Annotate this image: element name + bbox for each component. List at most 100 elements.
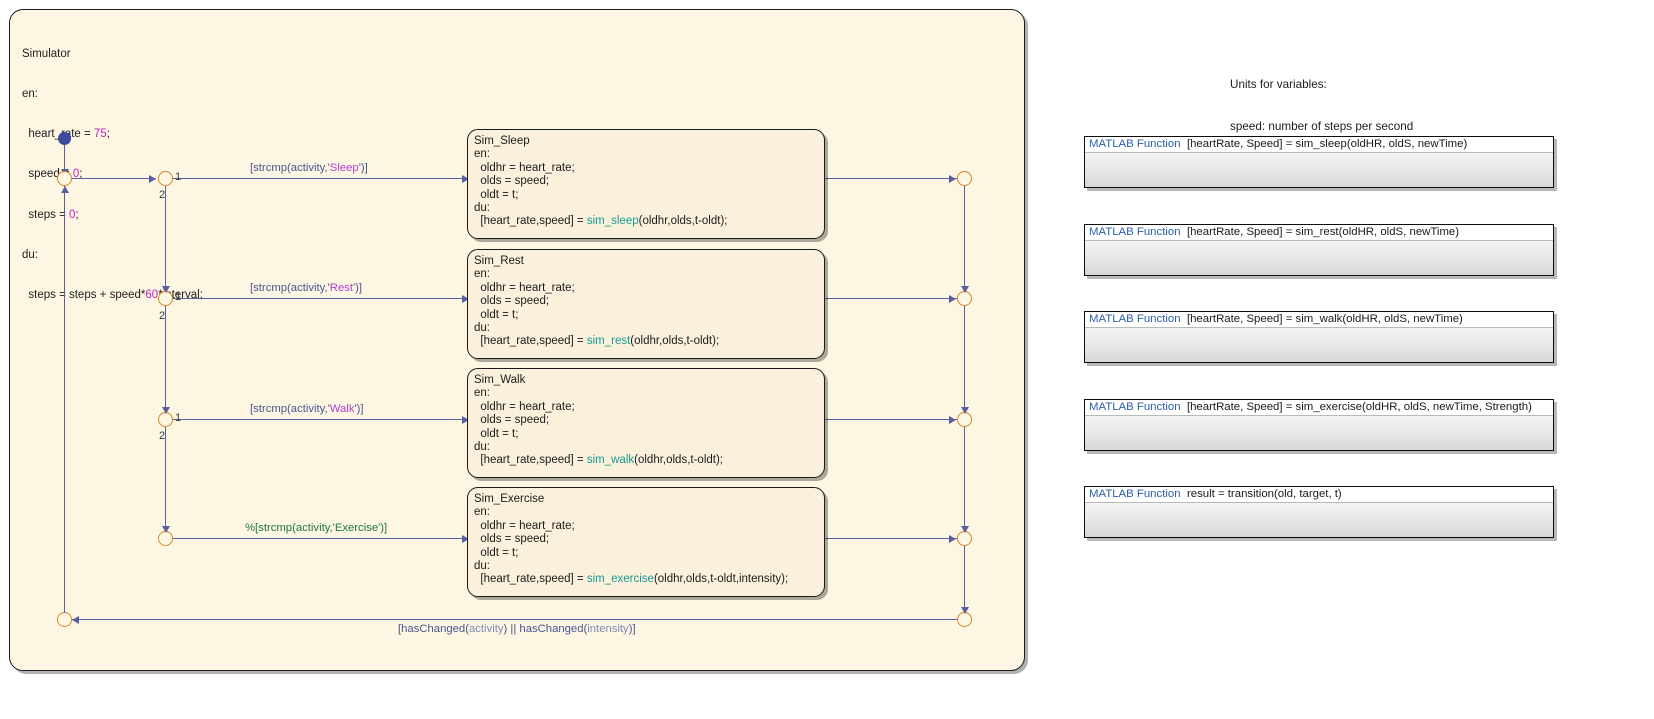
matlab-function-block-sim-exercise[interactable]: MATLAB Function [heartRate, Speed] = sim… [1084, 399, 1554, 451]
state-sim-exercise[interactable]: Sim_Exercise en: oldhr = heart_rate; old… [467, 487, 825, 597]
state-du-line: [heart_rate,speed] = sim_rest(oldhr,olds… [480, 335, 720, 348]
matlab-function-block-transition[interactable]: MATLAB Function result = transition(old,… [1084, 486, 1554, 538]
left-return-arrow-icon [60, 186, 69, 193]
state-en-line-2: olds = speed; [480, 533, 550, 546]
link-sleepstate-right-arrow-icon [949, 174, 956, 183]
branch-exercise-arrow-icon [161, 526, 170, 533]
state-du-keyword: du: [474, 202, 490, 215]
default-transition-line [64, 144, 66, 172]
link-exercisestate-to-right [825, 538, 957, 540]
state-en-line-1: oldhr = heart_rate; [480, 519, 575, 532]
branch-rest-arrow-icon [161, 286, 170, 293]
junction-left-top[interactable] [57, 171, 72, 186]
transition-label-walk[interactable]: [strcmp(activity,'Walk')] [250, 403, 364, 415]
transition-label-sleep[interactable]: [strcmp(activity,'Sleep')] [250, 162, 368, 174]
state-du-keyword: du: [474, 322, 490, 335]
state-en-line-3: oldt = t; [480, 427, 519, 440]
state-name-sim-rest: Sim_Rest [474, 255, 524, 267]
order-label-rest-1: 1 [175, 291, 182, 303]
stateflow-chart-canvas[interactable]: Simulator en: heart_rate = 75; speed = 0… [9, 9, 1025, 671]
state-en-line-3: oldt = t; [480, 308, 519, 321]
order-label-walk-1: 1 [175, 412, 182, 424]
state-du-keyword: du: [474, 560, 490, 573]
chart-entry-line-1: heart_rate = 75; [28, 128, 110, 141]
state-du-line: [heart_rate,speed] = sim_exercise(oldhr,… [480, 573, 789, 586]
chart-entry-keyword: en: [22, 88, 38, 101]
matlab-function-block-sim-rest[interactable]: MATLAB Function [heartRate, Speed] = sim… [1084, 224, 1554, 276]
link-topleft-to-sleepbranch [72, 178, 156, 180]
junction-right-sleep[interactable] [957, 171, 972, 186]
right-spine-walk-exercise [964, 427, 966, 531]
state-sim-sleep[interactable]: Sim_Sleep en: oldhr = heart_rate; olds =… [467, 129, 825, 239]
matlab-function-block-sim-walk[interactable]: MATLAB Function [heartRate, Speed] = sim… [1084, 311, 1554, 363]
matlab-function-header: MATLAB Function [heartRate, Speed] = sim… [1085, 225, 1553, 241]
link-exercise-to-state [173, 538, 467, 540]
state-en-line-3: oldt = t; [480, 188, 519, 201]
state-en-line-1: oldhr = heart_rate; [480, 400, 575, 413]
right-spine-walk-arrow-icon [960, 407, 969, 414]
link-reststate-right-arrow-icon [949, 294, 956, 303]
state-du-line: [heart_rate,speed] = sim_sleep(oldhr,old… [480, 215, 728, 228]
junction-right-exercise[interactable] [957, 531, 972, 546]
branch-rest-to-walk [165, 306, 167, 412]
matlab-function-header: MATLAB Function result = transition(old,… [1085, 487, 1553, 503]
link-walkstate-right-arrow-icon [949, 415, 956, 424]
link-sleepstate-to-right [825, 178, 957, 180]
junction-right-bottom[interactable] [957, 612, 972, 627]
transition-label-rest[interactable]: [strcmp(activity,'Rest')] [250, 282, 363, 294]
state-en-line-1: oldhr = heart_rate; [480, 161, 575, 174]
order-label-walk-2: 2 [159, 430, 166, 442]
link-exercise-state-arrow-icon [462, 534, 469, 543]
bottom-return-arrow-icon [72, 615, 79, 624]
state-du-line: [heart_rate,speed] = sim_walk(oldhr,olds… [480, 454, 723, 467]
branch-sleep-to-rest [165, 186, 167, 291]
right-spine-exercise-bottom [964, 546, 966, 612]
junction-rest-branch[interactable] [158, 291, 173, 306]
junction-right-rest[interactable] [957, 291, 972, 306]
link-topleft-arrow-icon [149, 174, 156, 183]
link-rest-state-arrow-icon [462, 294, 469, 303]
right-spine-rest-arrow-icon [960, 286, 969, 293]
state-name-sim-exercise: Sim_Exercise [474, 493, 545, 505]
chart-entry-line-3: steps = 0; [28, 208, 79, 221]
state-en-keyword: en: [474, 148, 490, 161]
transition-label-exercise[interactable]: %[strcmp(activity,'Exercise')] [245, 522, 388, 534]
transition-label-bottom[interactable]: [hasChanged(activity) || hasChanged(inte… [398, 623, 636, 635]
branch-walk-arrow-icon [161, 407, 170, 414]
state-sim-rest[interactable]: Sim_Rest en: oldhr = heart_rate; olds = … [467, 249, 825, 359]
units-annotation-line-1: Units for variables: [1230, 77, 1327, 91]
link-sleep-to-state [173, 178, 467, 180]
matlab-function-header: MATLAB Function [heartRate, Speed] = sim… [1085, 312, 1553, 328]
right-spine-exercise-arrow-icon [960, 526, 969, 533]
order-label-sleep-2: 2 [159, 189, 166, 201]
state-name-sim-walk: Sim_Walk [474, 374, 526, 386]
junction-right-walk[interactable] [957, 412, 972, 427]
state-en-keyword: en: [474, 268, 490, 281]
matlab-function-header: MATLAB Function [heartRate, Speed] = sim… [1085, 137, 1553, 153]
link-rest-to-state [173, 298, 467, 300]
link-walkstate-to-right [825, 419, 957, 421]
state-en-line-3: oldt = t; [480, 546, 519, 559]
state-en-line-2: olds = speed; [480, 414, 550, 427]
chart-during-keyword: du: [22, 248, 38, 261]
junction-walk-branch[interactable] [158, 412, 173, 427]
junction-exercise-branch[interactable] [158, 531, 173, 546]
state-name-sim-sleep: Sim_Sleep [474, 135, 530, 147]
link-exercisestate-right-arrow-icon [949, 534, 956, 543]
link-walk-state-arrow-icon [462, 415, 469, 424]
chart-title: Simulator [22, 47, 71, 60]
branch-walk-to-exercise [165, 427, 167, 531]
junction-sleep-branch[interactable] [158, 171, 173, 186]
state-sim-walk[interactable]: Sim_Walk en: oldhr = heart_rate; olds = … [467, 368, 825, 478]
state-en-keyword: en: [474, 387, 490, 400]
units-annotation-line-2: speed: number of steps per second [1230, 120, 1414, 134]
link-reststate-to-right [825, 298, 957, 300]
matlab-function-block-sim-sleep[interactable]: MATLAB Function [heartRate, Speed] = sim… [1084, 136, 1554, 188]
junction-left-bottom[interactable] [57, 612, 72, 627]
matlab-function-header: MATLAB Function [heartRate, Speed] = sim… [1085, 400, 1553, 416]
right-spine-sleep-rest [964, 186, 966, 291]
state-en-line-2: olds = speed; [480, 175, 550, 188]
bottom-return-line [72, 619, 957, 621]
order-label-sleep-1: 1 [175, 171, 182, 183]
link-walk-to-state [173, 419, 467, 421]
